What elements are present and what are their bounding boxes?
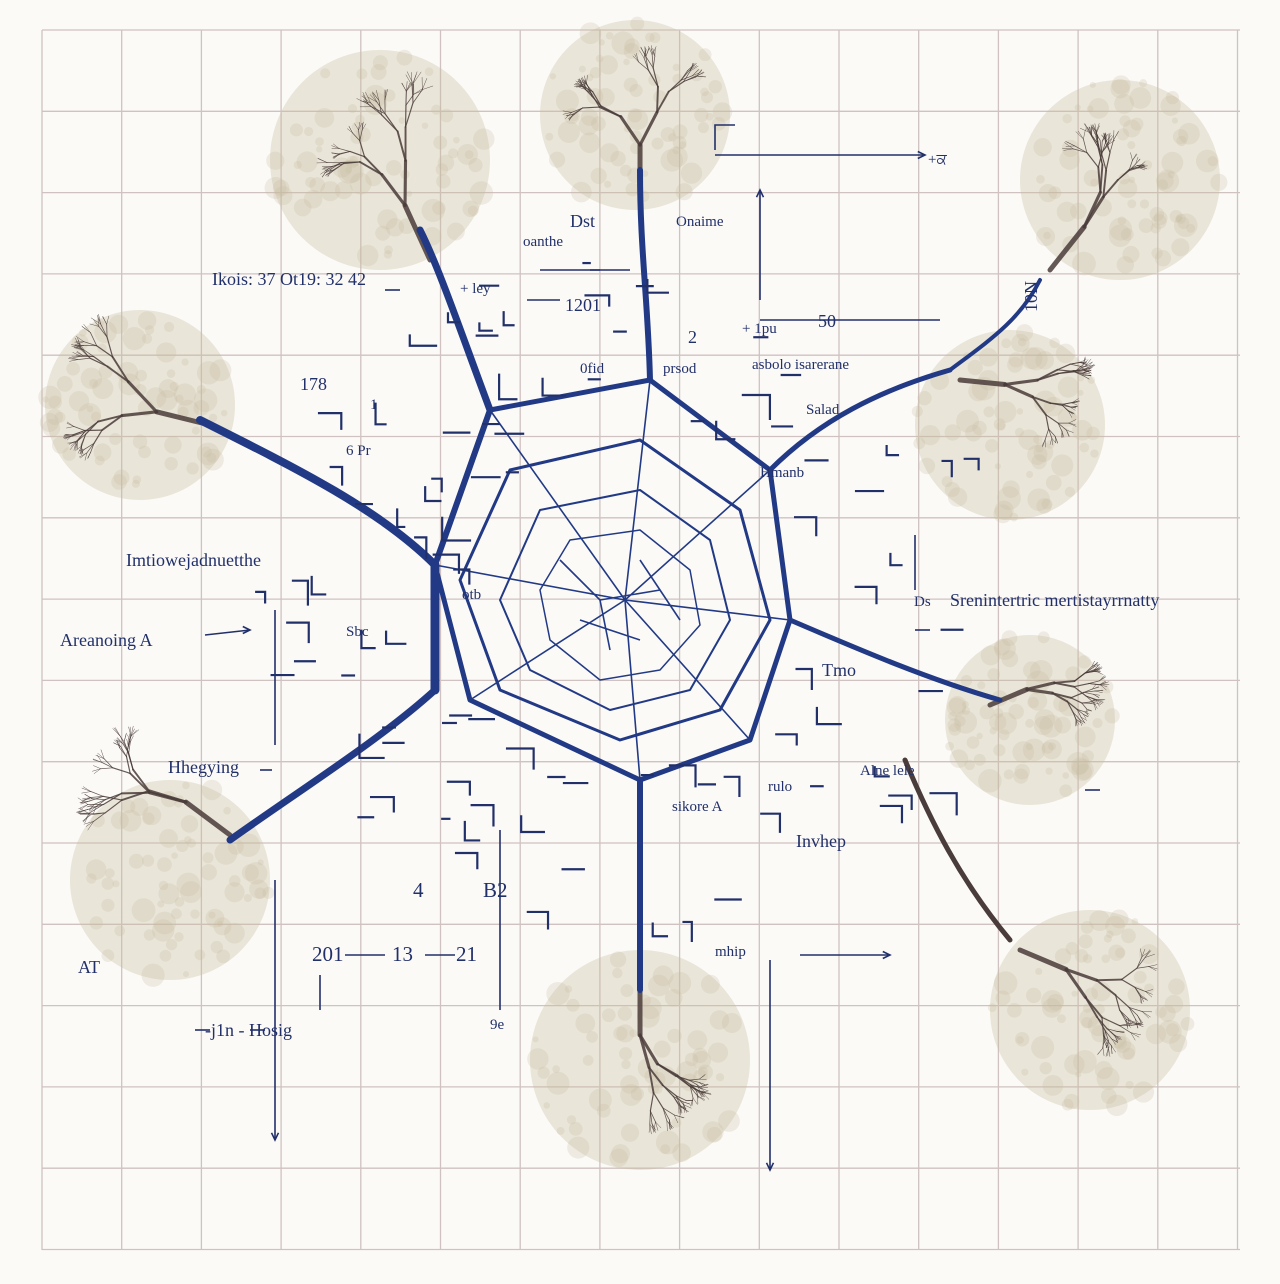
main-arms [200, 170, 1040, 990]
label-ds: Ds [914, 595, 931, 610]
circuit-mark [499, 374, 517, 400]
circuit-mark [447, 782, 470, 796]
label-bottom-mhip: mhip [715, 945, 746, 960]
tree-canopy [38, 310, 235, 500]
label-code-50: 50 [818, 312, 836, 330]
tree-canopy [540, 17, 732, 210]
label-bottom-at: AT [78, 958, 100, 976]
label-code-1pu: + 1pu [742, 322, 777, 337]
circuit-mark [504, 311, 515, 325]
label-top-right-title: Onaime [676, 215, 723, 230]
circuit-mark [527, 912, 548, 930]
circuit-mark [817, 707, 842, 724]
label-bottom-b2: B2 [483, 880, 508, 901]
label-chain-3: 21 [456, 944, 477, 965]
arm-lower-left [230, 690, 435, 840]
circuit-mark [455, 853, 477, 869]
label-code-1201: 1201 [565, 296, 601, 314]
circuit-mark [425, 486, 441, 501]
circuit-mark [760, 814, 780, 833]
label-1: 1 [370, 398, 378, 413]
circuit-mark [543, 378, 567, 396]
label-salad: Salad [806, 403, 839, 418]
label-left-lower: Hhegying [168, 758, 239, 776]
circuit-mark [471, 805, 494, 826]
label-rulo: rulo [768, 780, 792, 795]
label-top-inscription: oanthe [523, 235, 563, 250]
label-chain-2: 13 [392, 944, 413, 965]
label-0fid: 0fid [580, 362, 604, 377]
circuit-mark [410, 334, 437, 345]
label-1778: 178 [300, 375, 327, 393]
circuit-mark [521, 815, 545, 832]
tree-canopy [912, 324, 1105, 523]
label-right-alne: Alne lele [860, 764, 915, 779]
label-right-vertical: 10N [1022, 281, 1040, 312]
label-chain-1: 201 [312, 944, 344, 965]
label-sikore: sikore A [672, 800, 722, 815]
label-top-right-glyph: +ਕ [928, 153, 947, 168]
label-top-left-code: Ikois: 37 Ot19: 32 42 [212, 270, 366, 288]
circuit-mark [465, 821, 480, 841]
tree-canopy [70, 780, 274, 987]
label-right-invhep: Invhep [796, 832, 846, 850]
circuit-mark [929, 793, 956, 815]
circuit-mark [479, 322, 493, 330]
tree-canopy [988, 909, 1195, 1116]
circuit-mark [724, 777, 740, 797]
circuit-mark [775, 734, 797, 745]
circuit-mark [312, 576, 327, 595]
label-num-2: 2 [688, 328, 697, 346]
circuit-mark [888, 796, 911, 810]
circuit-mark [318, 413, 341, 430]
circuit-mark [386, 631, 406, 644]
label-hmanb: Hmanb [760, 466, 804, 481]
circuit-mark [255, 592, 265, 604]
tree-canopy [265, 50, 495, 270]
label-top-plus-ly: + ley [460, 282, 491, 297]
label-bottom-lower-left: -j1n - Hosig [205, 1021, 292, 1039]
label-right-tmo: Tmo [822, 661, 856, 679]
circuit-mark [292, 581, 308, 606]
label-prsod: prsod [663, 362, 696, 377]
label-left-long: Imtiowejadnuetthe [126, 551, 261, 569]
tree-canopy [1020, 75, 1227, 280]
circuit-mark [794, 517, 816, 536]
circuit-mark [742, 395, 770, 420]
tree-canopy [945, 630, 1120, 805]
circuit-mark [880, 806, 902, 823]
circuit-mark [796, 669, 812, 690]
label-sbc: Sbc [346, 625, 369, 640]
circuit-mark [330, 467, 343, 486]
circuit-mark [855, 587, 877, 604]
label-6pr: 6 Pr [346, 444, 371, 459]
arm-left [200, 420, 435, 565]
label-left-arrow: Areanoing A [60, 631, 152, 649]
circuit-mark [286, 623, 309, 643]
label-bottom-4: 4 [413, 880, 424, 901]
circuit-mark [887, 445, 899, 455]
arm-top-left [420, 230, 490, 410]
circuit-mark [370, 797, 394, 812]
circuit-mark [890, 553, 902, 565]
label-asbolo: asbolo isarerane [752, 358, 849, 373]
label-otb: otb [462, 588, 481, 603]
label-top-sheet: Dst [570, 212, 595, 230]
label-right-long: Srenintertric mertistayrrnatty [950, 591, 1159, 609]
label-bottom-92: 9e [490, 1018, 504, 1033]
